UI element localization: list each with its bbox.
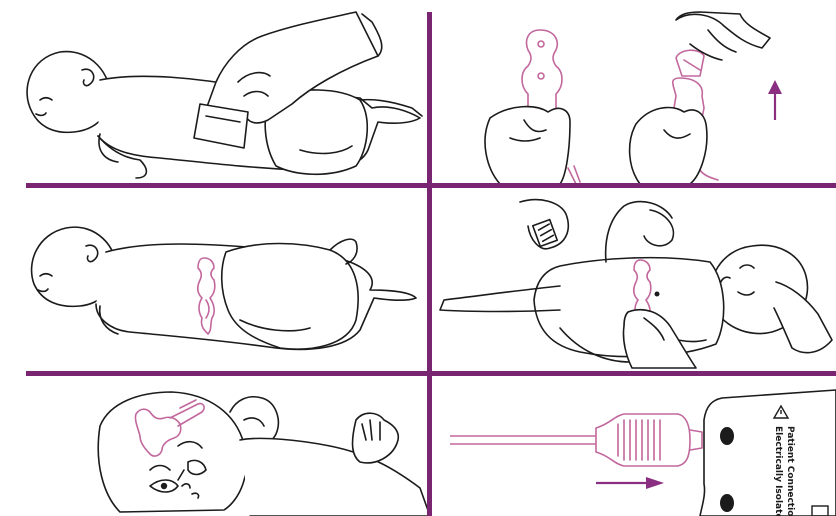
vertical-divider <box>427 12 432 516</box>
horizontal-divider-top <box>26 183 836 188</box>
panel-3-sensor-on-back <box>32 227 416 349</box>
up-arrow-icon <box>768 80 782 120</box>
panel-5-sensor-on-forehead <box>98 392 430 516</box>
hand-holding-sensor-left <box>485 107 570 184</box>
monitor-device: Patient Connection Electrically Isolated <box>700 390 836 516</box>
sensor-connector <box>450 414 702 466</box>
connector-port-bottom <box>720 494 734 512</box>
panel-6-connect-monitor: Patient Connection Electrically Isolated <box>450 390 836 516</box>
panel-1-wipe-skin <box>27 12 422 178</box>
monitor-label-line1: Patient Connection <box>785 426 795 516</box>
hand-holding-sensor-right <box>630 108 707 184</box>
monitor-label-line2: Electrically Isolated <box>773 426 783 516</box>
panel-2-peel-backing <box>485 12 782 184</box>
infant-side-figure <box>32 227 416 349</box>
hand-peeling-right <box>676 12 770 60</box>
connector-port-top <box>720 427 734 445</box>
right-arrow-icon <box>596 477 664 489</box>
panel-4-sensor-on-abdomen <box>440 200 832 368</box>
horizontal-divider-bottom <box>26 371 836 376</box>
